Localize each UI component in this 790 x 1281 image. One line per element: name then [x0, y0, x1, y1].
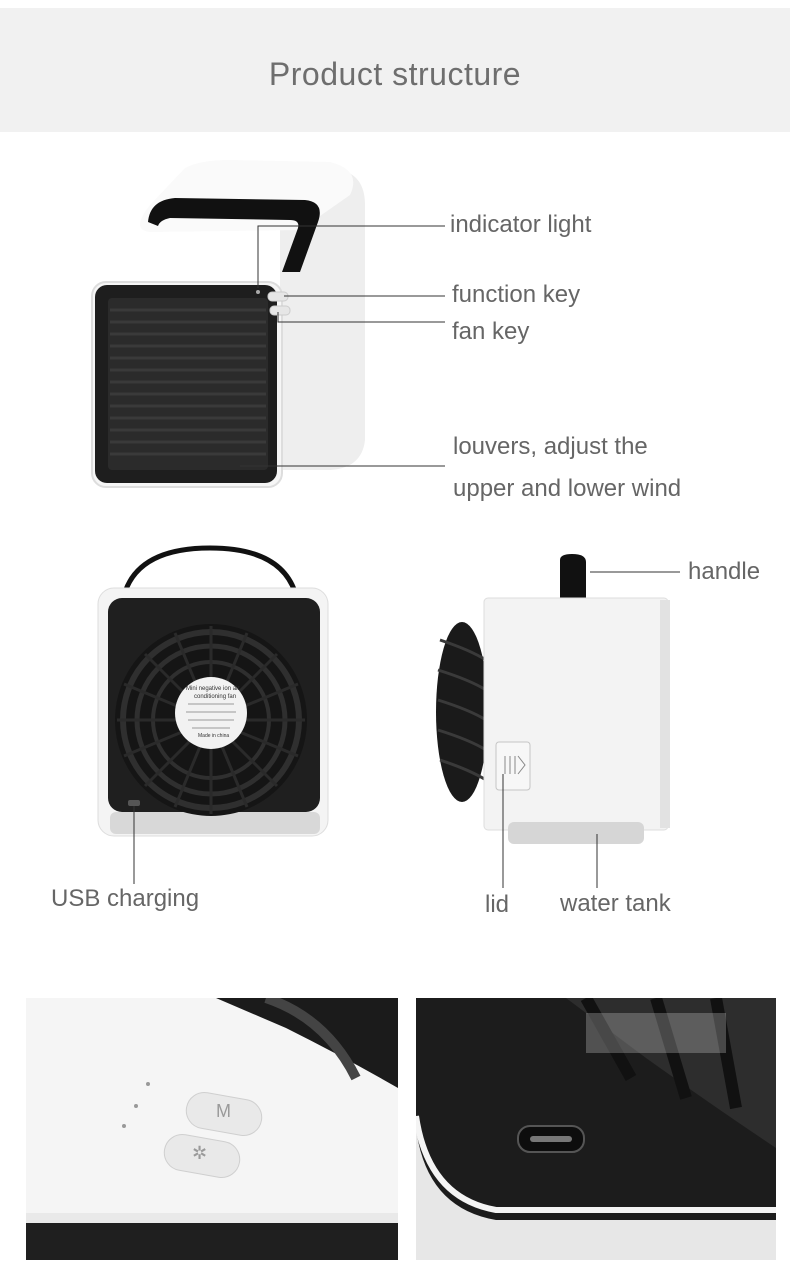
closeup-usb-drawing — [416, 998, 776, 1260]
water-tank-label: water tank — [560, 890, 671, 917]
sticker-line3: Made in china — [198, 733, 230, 739]
louvers — [110, 308, 266, 456]
back-view-illustration — [97, 545, 329, 884]
louvers-label-line2: upper and lower wind — [453, 475, 682, 502]
closeup-controls-drawing — [26, 998, 398, 1260]
usb-charging-label: USB charging — [51, 885, 200, 912]
handle-label: handle — [688, 558, 761, 585]
front-view-illustration — [91, 160, 445, 488]
header-banner: Product structure — [0, 8, 790, 132]
sticker-line1: Mini negative ion air — [186, 686, 240, 692]
lid-label: lid — [485, 891, 510, 918]
mode-key-glyph: M — [216, 1101, 231, 1121]
closeup-controls-photo: M ✲ — [26, 998, 398, 1260]
louvers-label-line1: louvers, adjust the — [453, 433, 648, 460]
indicator-light-label: indicator light — [450, 211, 592, 238]
closeup-usb-photo — [416, 998, 776, 1260]
fan-key-glyph: ✲ — [192, 1143, 208, 1163]
page-title: Product structure — [268, 56, 522, 92]
sticker-line2: conditioning fan — [194, 694, 237, 700]
function-key-label: function key — [452, 281, 581, 308]
side-view-illustration — [436, 554, 680, 888]
fan-key-label: fan key — [452, 318, 530, 345]
